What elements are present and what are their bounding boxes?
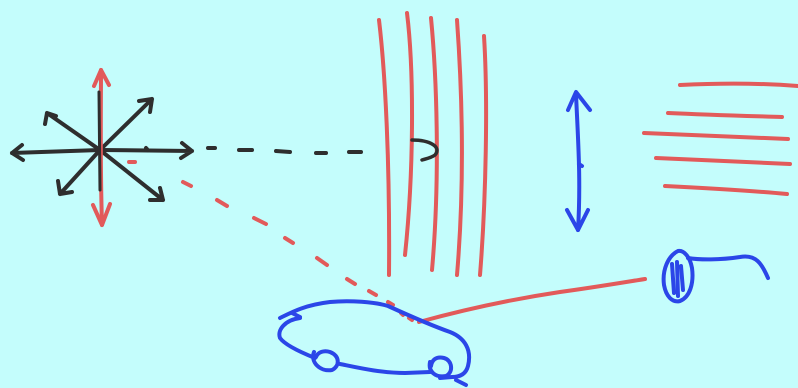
blue-light-bulb [661,248,770,304]
red-dash [252,216,268,226]
bulb-cord [686,254,770,280]
red-line [642,131,790,141]
red-line [429,16,439,272]
vertical-red-lines [377,11,489,277]
left-arrow [10,143,102,162]
red-line [666,111,784,119]
black-arrow-group [10,97,194,202]
red-dash [215,198,229,208]
dashed-black-ray [206,146,363,155]
red-dash [283,236,295,245]
blue-arrow-tick [577,162,584,168]
red-arrow-up-head [92,68,111,88]
red-dash [367,289,378,297]
red-line [478,34,489,277]
red-line [678,81,798,88]
black-vertical-stroke [97,90,102,192]
black-curl [410,138,439,162]
upper-right-arrow [98,97,154,152]
starburst-arrows [10,68,194,227]
blue-arrow-shaft [574,92,582,232]
red-line [403,11,415,257]
lower-right-arrow [98,148,165,202]
bulb-filament [670,260,685,298]
car-hood-line [290,311,302,319]
car-outline [277,299,471,387]
car-rear-bumper [454,378,468,387]
upper-left-arrow [43,111,102,152]
ray-dash [274,149,292,154]
blue-arrow-up-head [566,90,592,112]
blue-arrow-down-head [565,208,590,232]
car-body [277,299,471,380]
car-rear-wheel [427,355,453,379]
red-arrow-down-head [91,202,112,227]
lower-left-arrow [56,148,102,196]
red-line [377,18,392,277]
red-line-to-car [417,277,647,324]
red-line [654,156,792,166]
red-line [455,18,464,277]
red-dash [345,277,357,286]
red-dash [181,180,193,188]
car-front-wheel [311,349,340,373]
red-dash [315,256,329,267]
red-line [663,184,789,196]
blue-double-arrow [565,90,592,232]
red-dash [386,300,395,307]
red-dash [407,316,414,322]
black-dot [144,146,149,151]
horizontal-red-lines [642,81,798,196]
